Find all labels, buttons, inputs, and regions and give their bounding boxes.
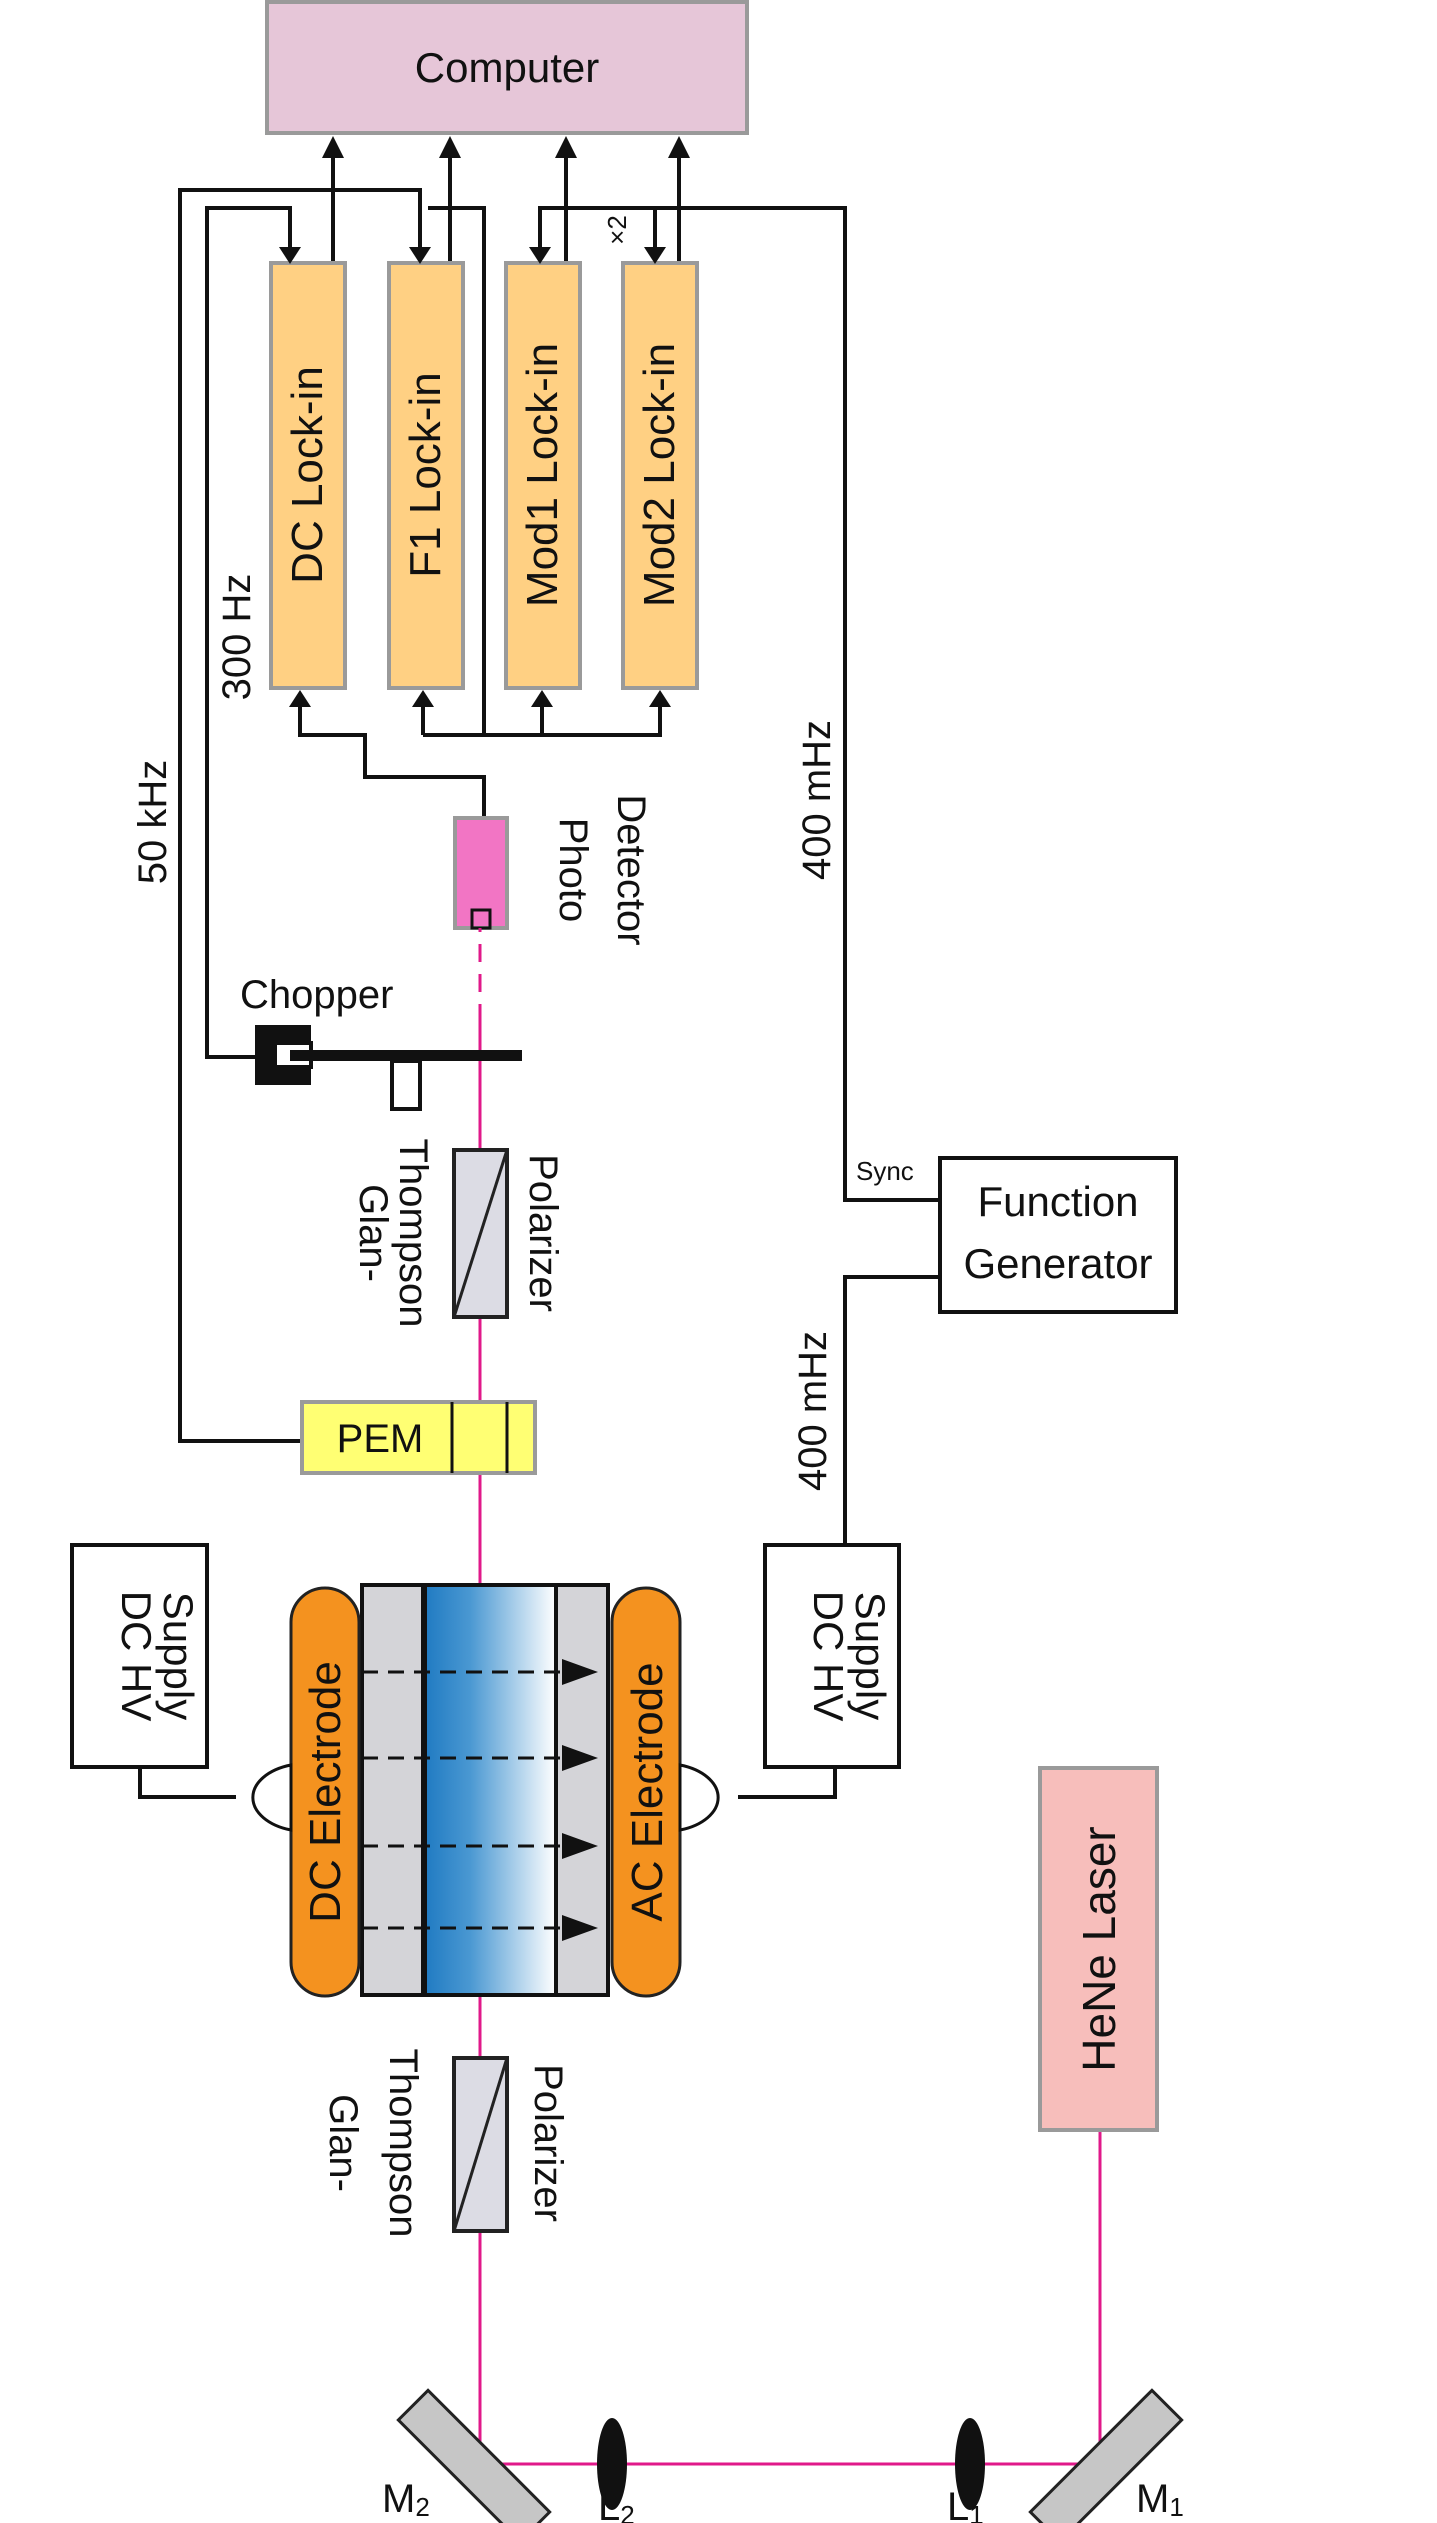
pem — [300, 1400, 537, 1475]
hv-supply-right-label-1: DC HV — [805, 1591, 852, 1722]
hene-laser-label: HeNe Laser — [1073, 1826, 1125, 2071]
l2-subscript: 2 — [620, 2500, 634, 2523]
hv-supply-left — [70, 1543, 236, 1799]
lockin-mod1: Mod1 Lock-in — [504, 261, 582, 690]
lockin-mod2: Mod2 Lock-in — [621, 261, 699, 690]
sync-label: Sync — [856, 1156, 914, 1186]
mirror-m1 — [1028, 2388, 1184, 2523]
pem-label: PEM — [337, 1417, 424, 1461]
hv-supply-right — [738, 1543, 901, 1799]
polarizer-top — [452, 1148, 509, 1319]
hene-laser-box — [1038, 1766, 1159, 2132]
function-generator-label-1: Function — [977, 1178, 1138, 1225]
polarizer-top-label-3: Polarizer — [521, 1154, 565, 1312]
hv-supply-left-label-1: DC HV — [113, 1591, 160, 1722]
optic-label-l2: L2 — [598, 2485, 635, 2523]
dc-electrode-label: DC Electrode — [301, 1661, 350, 1923]
lockin-dc: DC Lock-in — [269, 261, 347, 690]
ac-electrode-label: AC Electrode — [623, 1662, 672, 1921]
svg-text:L2: L2 — [598, 2485, 635, 2523]
polarizer-top-label-2: Thompson — [391, 1139, 435, 1328]
computer-label: Computer — [415, 44, 599, 91]
polarizer-bottom-label-3: Polarizer — [526, 2064, 570, 2222]
lockin-dc-label: DC Lock-in — [283, 366, 332, 584]
lockin-dc-box — [269, 261, 347, 690]
lens-l1 — [955, 2418, 985, 2510]
polarizer-bottom-label-1: Glan- — [321, 2094, 365, 2192]
lockin-f1-label: F1 Lock-in — [401, 372, 450, 577]
hv-supply-left-label-2: Supply — [155, 1592, 202, 1720]
freq-label-400mhz-upper: 400 mHz — [795, 720, 839, 880]
lockin-f1-box — [387, 261, 465, 690]
signal-wires — [289, 690, 671, 818]
reference-wires — [178, 188, 940, 1443]
lockin-mod1-label: Mod1 Lock-in — [518, 343, 567, 607]
polarizer-bottom — [452, 2056, 509, 2233]
lockin-f1: F1 Lock-in — [387, 261, 465, 690]
photodetector-label-1: Photo — [551, 818, 595, 923]
hv-supply-right-label-2: Supply — [847, 1592, 894, 1720]
svg-text:M1: M1 — [1136, 2477, 1184, 2522]
field-lines — [362, 1659, 598, 1941]
m1-letter: M — [1136, 2477, 1169, 2521]
optic-label-m1: M1 — [1136, 2477, 1184, 2522]
chopper-label: Chopper — [240, 973, 393, 1017]
x2-label: ×2 — [602, 215, 632, 245]
polarizer-top-label-1: Glan- — [351, 1184, 395, 1282]
svg-text:M2: M2 — [382, 2477, 430, 2522]
m1-subscript: 1 — [1169, 2492, 1183, 2522]
lockin-mod2-box — [621, 261, 699, 690]
svg-text:L1: L1 — [947, 2485, 984, 2523]
lockin-mod1-box — [504, 261, 582, 690]
m2-letter: M — [382, 2477, 415, 2521]
freq-label-300hz: 300 Hz — [215, 574, 259, 701]
lockin-mod2-label: Mod2 Lock-in — [635, 343, 684, 607]
computer-box — [265, 0, 749, 135]
lens-l2 — [597, 2418, 627, 2510]
dc-electrode — [251, 1586, 361, 1998]
computer-input-arrows — [322, 136, 690, 265]
chopper — [255, 1025, 522, 1111]
function-generator-label-2: Generator — [963, 1240, 1152, 1287]
l2-letter: L — [598, 2485, 620, 2523]
optic-label-l1: L1 — [947, 2485, 984, 2523]
m2-subscript: 2 — [415, 2492, 429, 2522]
freq-label-400mhz-lower: 400 mHz — [791, 1331, 835, 1491]
optic-label-m2: M2 — [382, 2477, 430, 2522]
l1-letter: L — [947, 2485, 969, 2523]
l1-subscript: 1 — [969, 2500, 983, 2523]
polarizer-bottom-label-2: Thompson — [381, 2049, 425, 2238]
function-generator — [843, 1156, 1178, 1545]
photodetector-label-2: Detector — [609, 794, 653, 945]
freq-label-50khz: 50 kHz — [131, 760, 175, 885]
mirror-m2 — [396, 2388, 552, 2523]
ac-electrode — [610, 1586, 720, 1998]
sample-cell — [360, 1583, 610, 1997]
